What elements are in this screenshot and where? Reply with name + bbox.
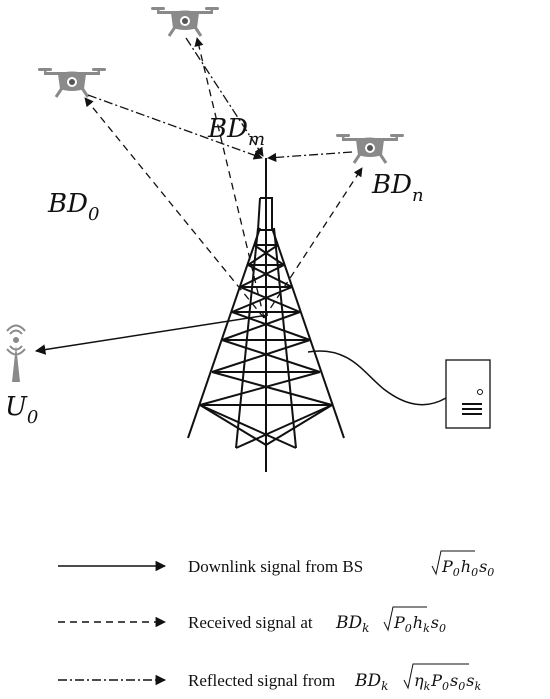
received-signal-lines: [84, 37, 363, 319]
legend-formula-received: P0hks0: [383, 606, 446, 635]
label-bd-0: BD0: [47, 189, 99, 225]
label-bd-n: BDn: [371, 170, 424, 206]
downlink-signal-line: [34, 314, 269, 355]
legend: Downlink signal from BS P0h0s0 Received …: [58, 550, 494, 693]
drone-icon: [149, 5, 221, 38]
cable: [307, 350, 447, 406]
legend-formula-downlink: P0h0s0: [431, 550, 494, 579]
legend-text-downlink: Downlink signal from BS: [188, 557, 363, 576]
drone-icon: [36, 66, 108, 99]
reflected-signal-lines: [87, 37, 353, 162]
legend-bd-k-received: BDk: [335, 613, 369, 635]
server-icon: [445, 359, 491, 429]
legend-text-reflected: Reflected signal from: [188, 671, 335, 690]
svg-text:ηkP0s0sk: ηkP0s0sk: [414, 671, 481, 693]
drone-icon: [334, 132, 406, 165]
label-u-0: U0: [5, 392, 38, 428]
svg-text:P0hks0: P0hks0: [393, 613, 446, 635]
antenna-icon: [6, 324, 26, 382]
svg-text:P0h0s0: P0h0s0: [441, 557, 494, 579]
legend-text-received: Received signal at: [188, 613, 313, 632]
cell-tower-icon: [187, 158, 345, 472]
legend-formula-reflected: ηkP0s0sk: [403, 663, 481, 693]
label-bd-m: BDm: [207, 114, 265, 150]
legend-bd-k-reflected: BDk: [354, 671, 388, 693]
